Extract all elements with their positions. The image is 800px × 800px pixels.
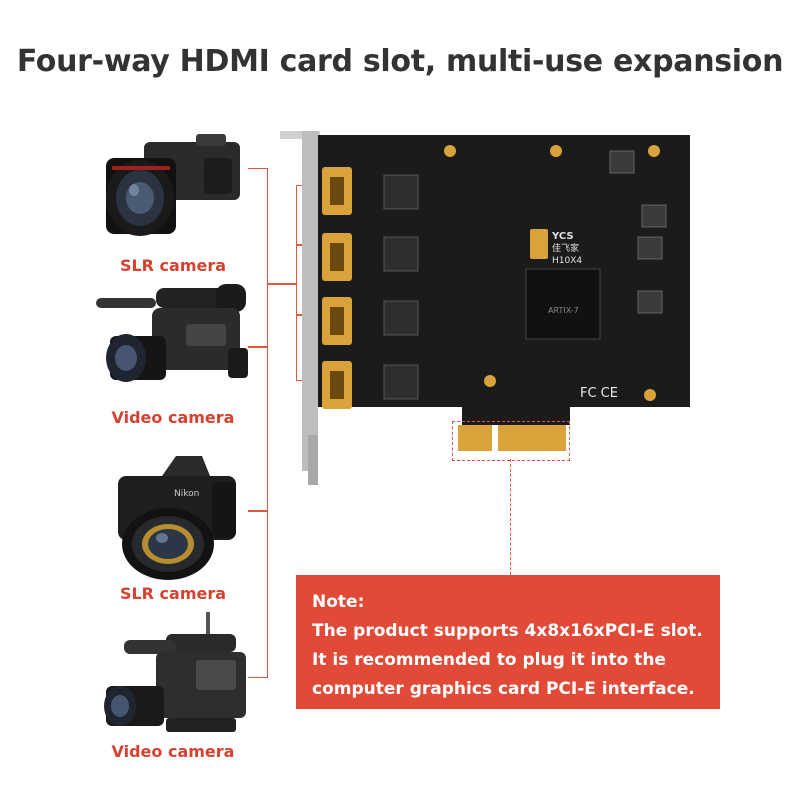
slr-camera-image-1	[106, 134, 240, 236]
svg-text:H10X4: H10X4	[552, 256, 582, 266]
pcie-connector-line	[510, 459, 511, 575]
camera-label-4: Video camera	[111, 742, 235, 761]
video-camera-image-1	[96, 284, 248, 382]
capture-card-image: ARTIX-7 YCS 佳飞家 H10X4 FC CE	[280, 131, 690, 485]
note-line-1: The product supports 4x8x16xPCI-E slot.	[312, 621, 703, 641]
svg-text:YCS: YCS	[551, 231, 574, 242]
note-box: Note: The product supports 4x8x16xPCI-E …	[296, 575, 720, 709]
note-title: Note:	[312, 592, 365, 612]
page-title: Four-way HDMI card slot, multi-use expan…	[16, 44, 784, 79]
camera-label-2: Video camera	[111, 408, 235, 427]
pcie-highlight	[452, 421, 570, 461]
camera-label-3: SLR camera	[119, 584, 227, 603]
bracket-connector	[268, 283, 296, 285]
svg-text:Nikon: Nikon	[174, 489, 199, 499]
bracket-tick-3	[248, 510, 268, 512]
note-line-2: It is recommended to plug it into the	[312, 650, 666, 670]
camera-bracket	[248, 168, 268, 678]
bracket-tick-2	[248, 346, 268, 348]
slr-camera-image-2: Nikon	[118, 456, 236, 580]
note-line-3: computer graphics card PCI-E interface.	[312, 679, 695, 699]
camera-label-1: SLR camera	[119, 256, 227, 275]
svg-text:佳飞家: 佳飞家	[552, 242, 579, 254]
svg-text:FC CE: FC CE	[580, 386, 618, 401]
broadcast-camera-image	[104, 612, 246, 732]
svg-text:ARTIX-7: ARTIX-7	[548, 306, 579, 315]
